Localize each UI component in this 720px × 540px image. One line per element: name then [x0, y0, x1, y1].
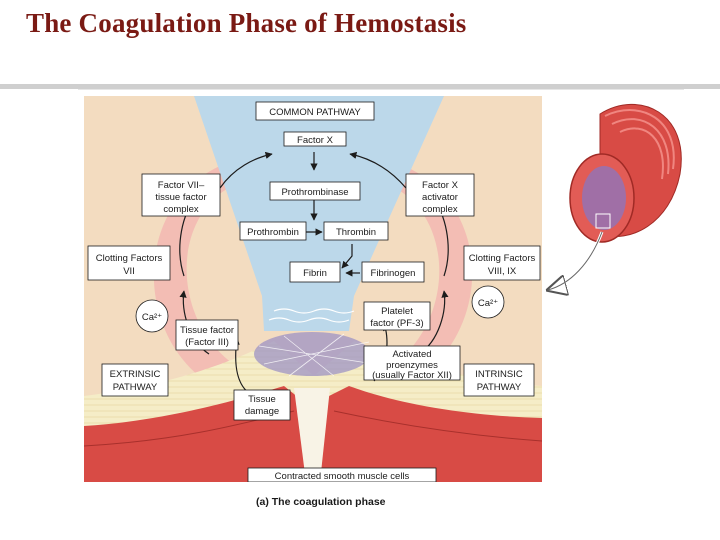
- tissue-damage-line-1: Tissue: [248, 394, 276, 405]
- factor-vii-complex-line-1: Factor VII–: [158, 180, 205, 191]
- ca-left-circle: [135, 299, 169, 333]
- platelet-factor-box: [363, 301, 431, 331]
- tissue-damage-box: [233, 389, 291, 421]
- factor-vii-complex-line-3: complex: [163, 204, 199, 215]
- clotting-vii-line-1: Clotting Factors: [96, 253, 163, 264]
- clotting-vii-box: [87, 245, 171, 281]
- slide-title: The Coagulation Phase of Hemostasis: [26, 8, 467, 38]
- intrinsic-box: [463, 363, 535, 397]
- factor-x-activator-line-1: Factor X: [422, 180, 459, 191]
- tissue-damage-line-2: damage: [245, 406, 279, 417]
- prothrombin-box: [239, 221, 307, 241]
- factor-vii-complex-line-2: tissue factor: [155, 192, 206, 203]
- ca-left-label: Ca²⁺: [142, 312, 162, 323]
- activated-proenzymes-line-2: proenzymes: [386, 360, 438, 371]
- thrombin-label: Thrombin: [336, 227, 376, 238]
- extrinsic-box: [101, 363, 169, 397]
- smooth-muscle-label: Contracted smooth muscle cells: [275, 471, 410, 482]
- factor-x-activator-line-2: activator: [422, 192, 458, 203]
- ca-right-label: Ca²⁺: [478, 298, 498, 309]
- prothrombinase-box: [269, 181, 361, 201]
- intrinsic-line-2: PATHWAY: [477, 382, 522, 393]
- prothrombin-label: Prothrombin: [247, 227, 299, 238]
- common-pathway-funnel: [194, 96, 444, 331]
- factor-x-label: Factor X: [297, 135, 334, 146]
- ca-right-circle: [471, 285, 505, 319]
- fibrin-box: [289, 261, 341, 283]
- common-pathway-box: [255, 101, 375, 121]
- wound-gap: [294, 388, 330, 482]
- coagulation-diagram: COMMON PATHWAY Factor X Prothrombinase P…: [84, 96, 542, 482]
- common-pathway-label: COMMON PATHWAY: [269, 107, 361, 118]
- funnel-ripples: [268, 308, 355, 323]
- activated-proenzymes-line-3: (usually Factor XII): [372, 370, 452, 381]
- vessel-lumen: [582, 166, 626, 230]
- tissue-factor-box: [175, 319, 239, 351]
- figure-caption: (a) The coagulation phase: [256, 496, 386, 508]
- intrinsic-line-1: INTRINSIC: [475, 369, 523, 380]
- activated-proenzymes-line-1: Activated: [392, 349, 431, 360]
- factor-x-activator-line-3: complex: [422, 204, 458, 215]
- factor-x-box: [283, 131, 347, 147]
- clotting-vii-line-2: VII: [123, 266, 135, 277]
- fibrinogen-box: [361, 261, 425, 283]
- detail-marker: [595, 213, 611, 229]
- factor-x-activator-box: [405, 173, 475, 217]
- platelet-factor-line-2: factor (PF-3): [370, 318, 423, 329]
- tissue-factor-line-2: (Factor III): [185, 337, 229, 348]
- clotting-viii-ix-box: [463, 245, 541, 281]
- activated-proenzymes-box: [363, 345, 461, 381]
- fibrin-label: Fibrin: [303, 268, 327, 279]
- blood-vessel-illustration: [540, 103, 682, 304]
- smooth-muscle-box: [247, 467, 437, 482]
- thrombin-box: [323, 221, 389, 241]
- extrinsic-line-1: EXTRINSIC: [110, 369, 161, 380]
- title-divider: [0, 84, 720, 89]
- clotting-viii-ix-line-1: Clotting Factors: [469, 253, 536, 264]
- extrinsic-line-2: PATHWAY: [113, 382, 158, 393]
- prothrombinase-label: Prothrombinase: [281, 187, 348, 198]
- fibrinogen-label: Fibrinogen: [371, 268, 416, 279]
- factor-vii-complex-box: [141, 173, 221, 217]
- clotting-viii-ix-line-2: VIII, IX: [488, 266, 517, 277]
- platelet-factor-line-1: Platelet: [381, 306, 413, 317]
- tissue-factor-line-1: Tissue factor: [180, 325, 234, 336]
- title-divider-thin: [78, 89, 684, 90]
